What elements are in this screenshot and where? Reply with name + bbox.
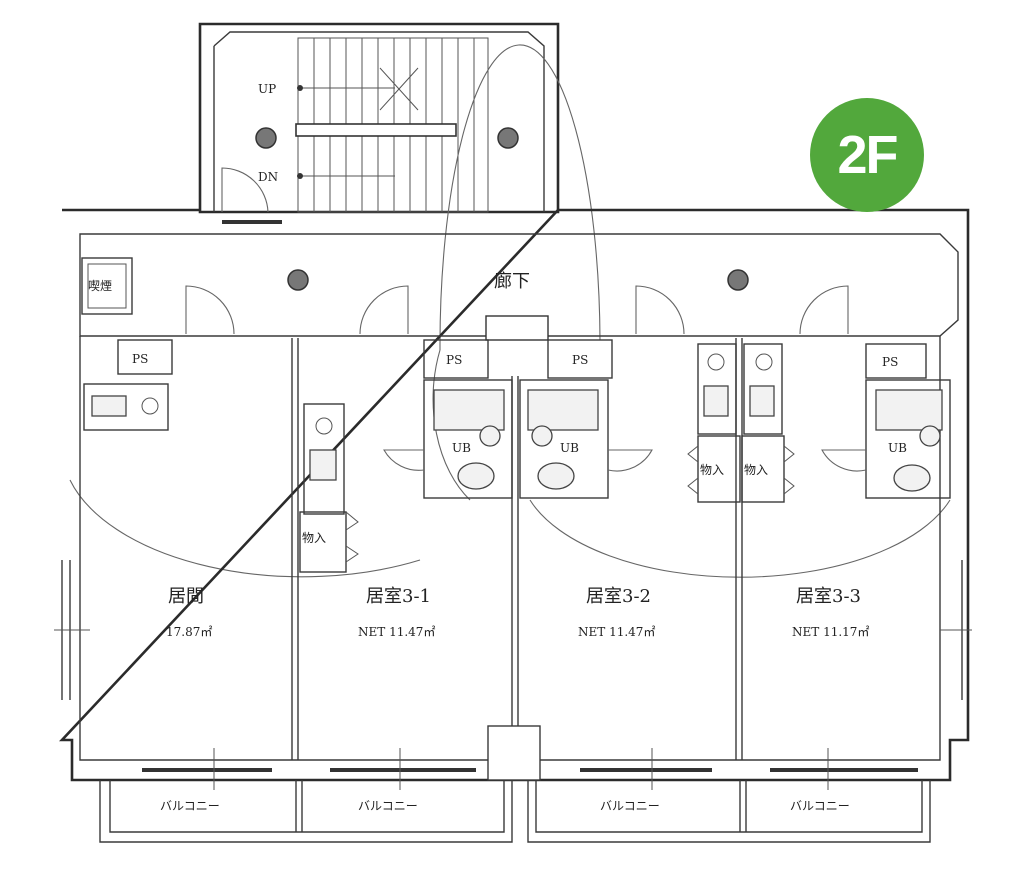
storage-label: 物入 (744, 463, 768, 477)
ub-label: UB (888, 441, 907, 455)
storage-label: 物入 (302, 531, 326, 545)
sink-icon (91, 395, 127, 417)
corridor: 廊下 喫煙 (81, 257, 849, 341)
door-swing-icon (221, 167, 269, 213)
floor-badge: 2F (810, 98, 924, 212)
balcony-label: バルコニー (358, 799, 418, 813)
light-fixture-icon (255, 127, 277, 149)
balcony-label: バルコニー (790, 799, 850, 813)
door-swing-icon (383, 449, 425, 471)
door-swing-icon (821, 449, 867, 472)
room-name: 居室3-3 (796, 586, 861, 607)
unit-baths: UB UB UB (383, 379, 951, 499)
stair-treads (295, 37, 489, 213)
pipe-spaces: PS PS PS PS (117, 339, 927, 379)
storage-closets: 物入 物入 物入 (299, 435, 795, 573)
room-labels: 居間 17.87㎡ 居室3-1 NET 11.47㎡ 居室3-2 NET 11.… (166, 586, 869, 639)
room-area: 17.87㎡ (166, 625, 212, 639)
stove-icon (755, 353, 773, 371)
door-swing-icon (607, 449, 653, 472)
corridor-label: 廊下 (494, 271, 530, 292)
ub-label: UB (560, 441, 579, 455)
stair-down-label: DN (258, 170, 278, 184)
partitions (291, 338, 743, 781)
door-swing-icon (359, 285, 409, 335)
door-swing-icon (185, 285, 235, 335)
stove-icon (707, 353, 725, 371)
kitchens (83, 343, 783, 515)
storage-label: 物入 (700, 463, 724, 477)
toilet-icon (457, 462, 495, 490)
door-swing-icon (635, 285, 685, 335)
room-name: 居室3-1 (366, 586, 431, 607)
room-name: 居室3-2 (586, 586, 651, 607)
ps-label: PS (882, 355, 898, 369)
stove-icon (141, 397, 159, 415)
light-fixture-icon (497, 127, 519, 149)
balcony-label: バルコニー (160, 799, 220, 813)
balcony-label: バルコニー (600, 799, 660, 813)
ps-label: PS (572, 353, 588, 367)
room-area: NET 11.47㎡ (578, 625, 655, 639)
stair-tower: UP DN (198, 22, 560, 224)
closet-label: 喫煙 (88, 279, 112, 293)
bathtub-icon (875, 389, 943, 431)
ub-label: UB (452, 441, 471, 455)
room-name: 居間 (168, 586, 204, 607)
room-area: NET 11.47㎡ (358, 625, 435, 639)
stair-up-label: UP (258, 82, 276, 96)
outer-walls (54, 208, 972, 782)
toilet-icon (893, 464, 931, 492)
room-area: NET 11.17㎡ (792, 625, 869, 639)
door-swing-icon (799, 285, 849, 335)
light-fixture-icon (727, 269, 749, 291)
swing-arcs (69, 44, 951, 578)
bathtub-icon (527, 389, 599, 431)
toilet-icon (537, 462, 575, 490)
bathtub-icon (433, 389, 505, 431)
stove-icon (315, 417, 333, 435)
light-fixture-icon (287, 269, 309, 291)
sink-icon (703, 385, 729, 417)
ps-label: PS (446, 353, 462, 367)
ps-label: PS (132, 352, 148, 366)
sink-icon (309, 449, 337, 481)
sink-icon (749, 385, 775, 417)
balconies: バルコニー バルコニー バルコニー バルコニー (99, 748, 931, 843)
